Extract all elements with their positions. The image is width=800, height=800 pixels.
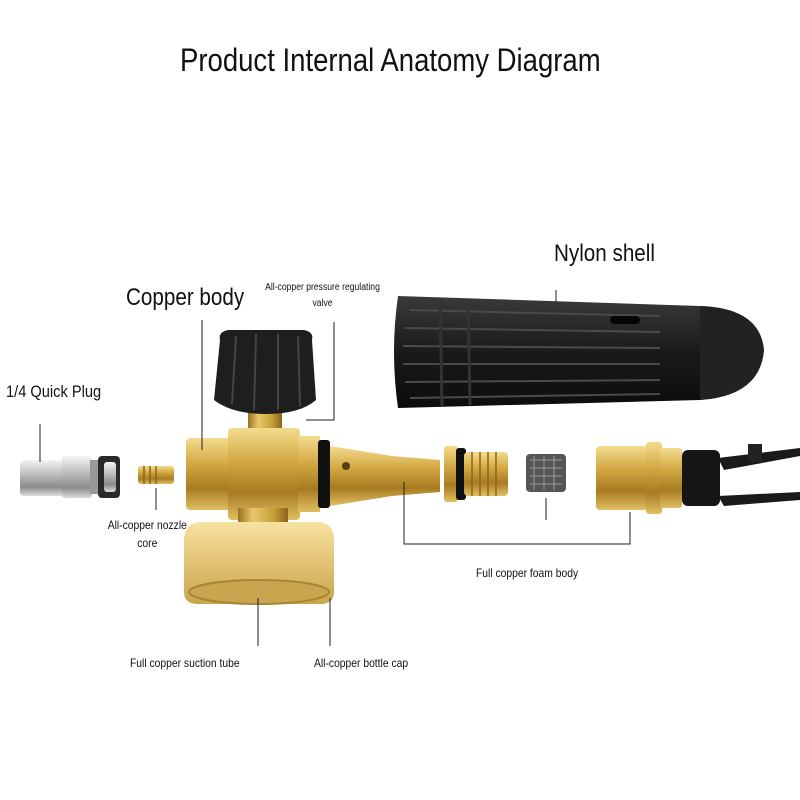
quick-plug-part [20, 456, 120, 498]
mesh-filter-part [526, 454, 566, 492]
foam-body-fitting-part [596, 442, 800, 514]
label-regulating-valve: All-copper pressure regulating valve [265, 282, 380, 309]
label-copper-body: Copper body [126, 284, 245, 311]
page-title: Product Internal Anatomy Diagram [180, 42, 601, 78]
label-foam-body: Full copper foam body [476, 566, 579, 580]
copper-body-part [186, 428, 440, 520]
regulating-valve-part [214, 330, 316, 428]
label-suction-tube: Full copper suction tube [130, 656, 240, 670]
label-nylon-shell: Nylon shell [554, 240, 655, 267]
leader-lines [39, 290, 631, 646]
bottle-cap-part [184, 508, 334, 605]
label-quick-plug: 1/4 Quick Plug [6, 382, 102, 401]
label-bottle-cap: All-copper bottle cap [314, 656, 409, 670]
label-nozzle-core: All-copper nozzle core [107, 518, 187, 550]
nylon-shell-part [394, 296, 764, 408]
nozzle-core-part [138, 466, 174, 484]
threaded-connector-part [444, 446, 508, 502]
